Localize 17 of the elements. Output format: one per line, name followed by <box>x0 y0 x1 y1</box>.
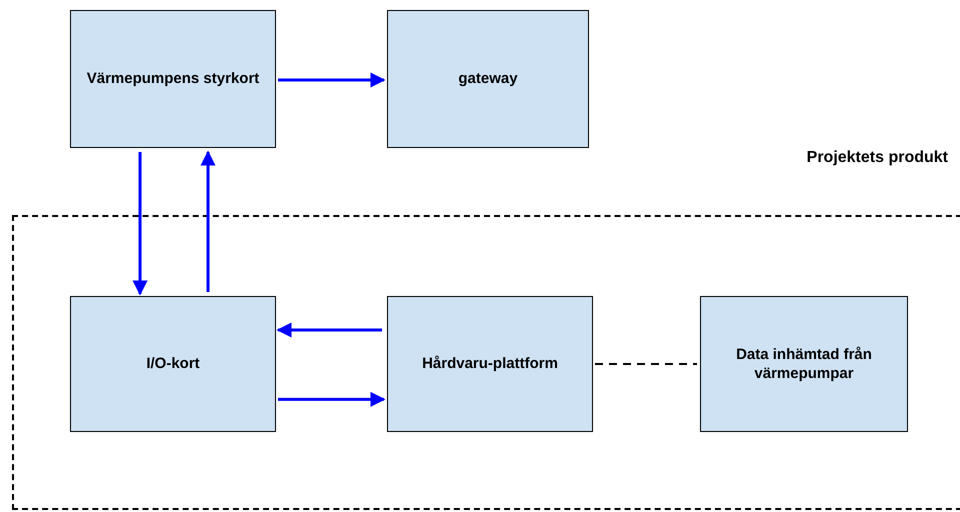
component-box <box>70 296 276 432</box>
component-box <box>700 296 908 432</box>
box-label: Hårdvaru-plattform <box>421 354 559 374</box>
component-box <box>387 296 593 432</box>
box-label: gateway <box>457 69 519 89</box>
arrow <box>276 322 382 338</box>
box-label: Data inhämtad från värmepumpar <box>735 344 873 384</box>
component-box <box>70 10 276 148</box>
box-label: I/O-kort <box>145 354 201 374</box>
arrow <box>278 72 386 88</box>
region-heading: Projektets produkt <box>806 149 948 167</box>
connector-line <box>595 363 697 365</box>
arrow <box>200 150 216 292</box>
arrow <box>132 152 148 296</box>
arrow <box>278 392 386 407</box>
component-box <box>387 10 589 148</box>
box-label: Värmepumpens styrkort <box>86 69 260 89</box>
